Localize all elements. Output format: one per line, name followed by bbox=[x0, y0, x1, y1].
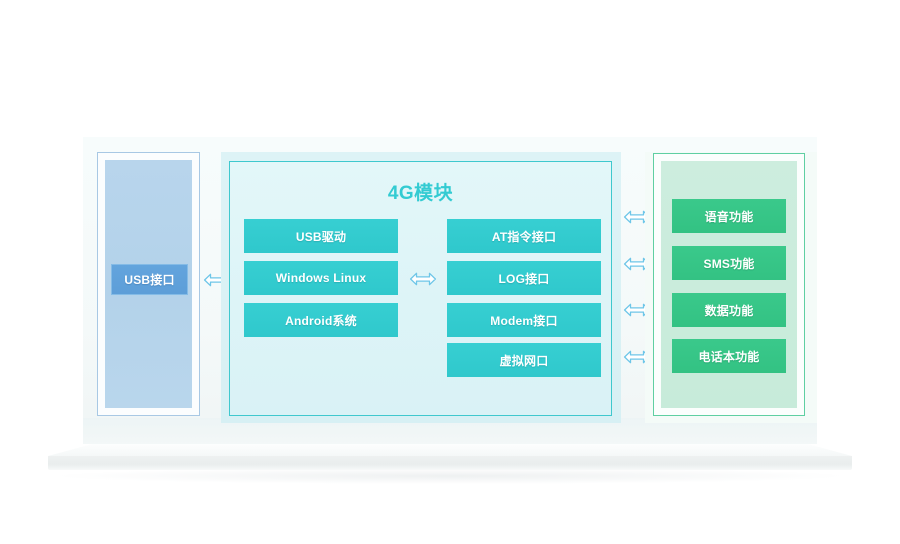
module-box-usb-driver[interactable]: USB驱动 bbox=[244, 219, 398, 253]
double-arrow-icon-at-to-voice bbox=[623, 209, 651, 225]
module-box-virtual-network-port[interactable]: 虚拟网口 bbox=[447, 343, 601, 377]
platform-shadow bbox=[60, 468, 840, 484]
double-arrow-icon-modem-to-data bbox=[623, 302, 651, 318]
module-title: 4G模块 bbox=[387, 183, 454, 204]
module-box-at-command-interface[interactable]: AT指令接口 bbox=[447, 219, 601, 253]
module-box-android-system[interactable]: Android系统 bbox=[244, 303, 398, 337]
platform-front-face bbox=[48, 456, 852, 470]
double-arrow-icon-drivers-to-interfaces bbox=[409, 271, 437, 287]
feature-box-data[interactable]: 数据功能 bbox=[672, 293, 786, 327]
feature-box-phonebook[interactable]: 电话本功能 bbox=[672, 339, 786, 373]
double-arrow-icon-vnet-to-phonebook bbox=[623, 349, 651, 365]
platform-top-surface bbox=[48, 444, 852, 456]
module-box-windows-linux[interactable]: Windows Linux bbox=[244, 261, 398, 295]
feature-box-sms[interactable]: SMS功能 bbox=[672, 246, 786, 280]
usb-interface-box[interactable]: USB接口 bbox=[111, 264, 188, 295]
module-box-modem-interface[interactable]: Modem接口 bbox=[447, 303, 601, 337]
module-box-log-interface[interactable]: LOG接口 bbox=[447, 261, 601, 295]
feature-box-voice[interactable]: 语音功能 bbox=[672, 199, 786, 233]
double-arrow-icon-log-to-sms bbox=[623, 256, 651, 272]
